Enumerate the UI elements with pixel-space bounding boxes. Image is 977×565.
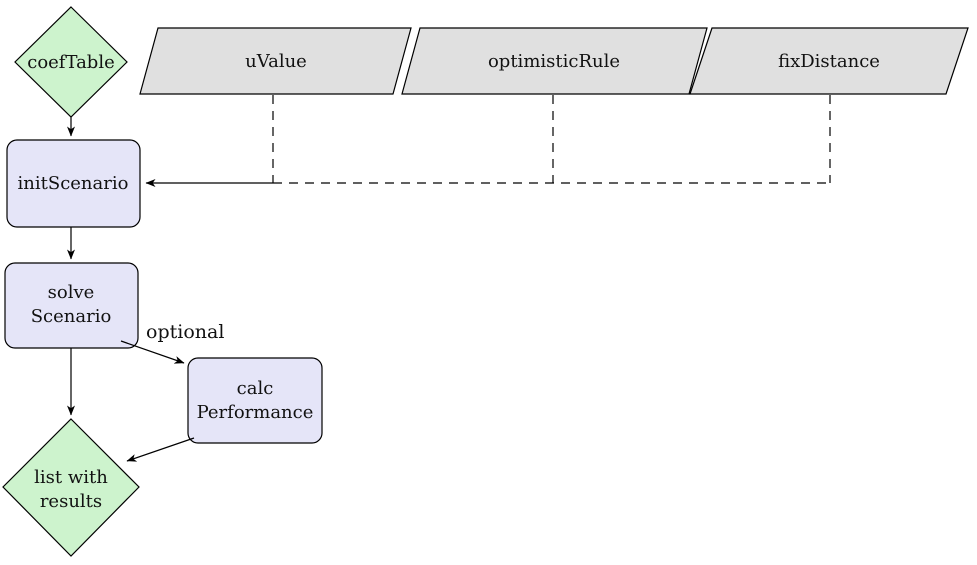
coeftable-diamond-shape (14, 6, 128, 118)
solvescenario-box-shape (4, 262, 139, 349)
calcperformance-box-shape (187, 357, 323, 444)
edge-solvescenario-to-calcperformance-arrow (120, 340, 185, 364)
edge-calcperformance-to-results-arrow (126, 437, 195, 462)
uvalue-parallelogram-shape (139, 27, 412, 95)
listwithresults-diamond-shape (2, 418, 140, 557)
initscenario-box-shape (6, 139, 141, 228)
fixdistance-parallelogram-shape (689, 27, 969, 95)
optimisticrule-parallelogram-shape (401, 27, 708, 95)
